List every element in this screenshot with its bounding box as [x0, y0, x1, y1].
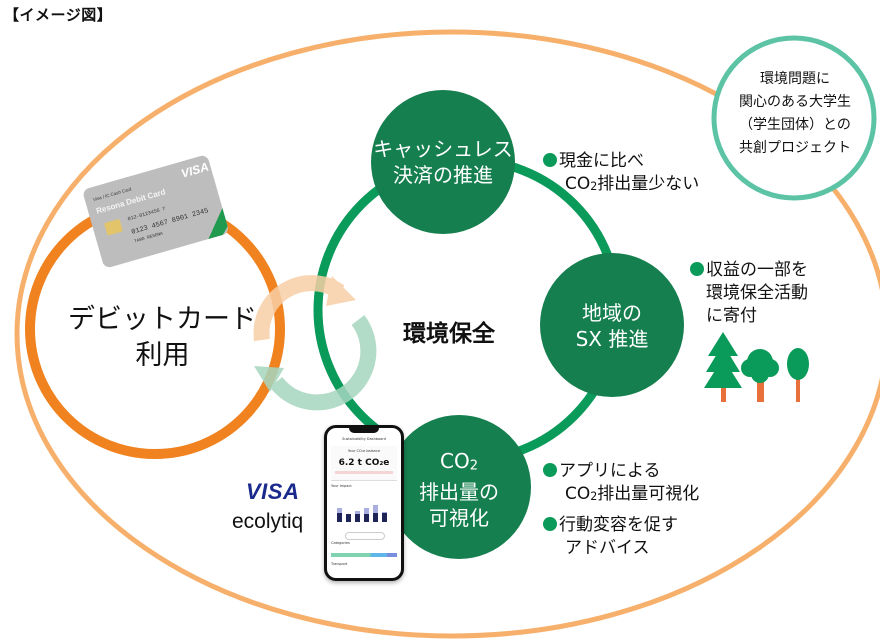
- app-impact-bar: [373, 505, 378, 522]
- outer-ellipse: [14, 29, 880, 639]
- tree-conifer-icon: [704, 332, 742, 402]
- node-co2-label: CO2 排出量の 可視化: [387, 448, 531, 531]
- app-impact-bar: [382, 512, 387, 522]
- app-period-select[interactable]: [345, 532, 385, 540]
- node-sx-label: 地域の SX 推進: [540, 300, 684, 352]
- app-balance-card: Your CO₂e balance 6.2 t CO₂e: [331, 446, 397, 481]
- app-impact-bar-light: [373, 505, 378, 513]
- app-categories-label: Categories: [331, 541, 350, 545]
- app-impact-bar-light: [382, 512, 387, 513]
- page-title: 【イメージ図】: [4, 6, 113, 24]
- node-sx-line1: 地域の: [582, 301, 642, 325]
- app-impact-bar: [355, 511, 360, 522]
- app-impact-bar-light: [364, 508, 369, 514]
- app-phone-mockup: Sustainability Dashboard Your CO₂e balan…: [324, 425, 404, 581]
- visa-logo: VISA: [246, 479, 300, 504]
- student-line1: 環境問題に: [760, 71, 830, 87]
- bullet-dot-icon: [543, 463, 557, 477]
- debit-label: デビットカード 利用: [55, 302, 270, 374]
- node-sx-line2: SX 推進: [575, 327, 649, 351]
- app-balance-value: 6.2 t CO₂e: [338, 458, 390, 468]
- app-impact-bars: [337, 494, 393, 522]
- node-co2-line2: 排出量の: [419, 480, 499, 505]
- app-impact-bar-light: [337, 508, 342, 513]
- debit-card-image: VISA Visa / IC Cash Card Resona Debit Ca…: [83, 155, 228, 268]
- student-line3: （学生団体）との: [739, 117, 851, 133]
- app-warning-bar: [335, 471, 393, 474]
- node-co2: [387, 415, 531, 559]
- app-impact-label: Your Impact: [331, 484, 352, 488]
- app-impact-bar: [364, 508, 369, 522]
- center-label: 環境保全: [403, 321, 495, 347]
- bullet-dot-icon: [543, 517, 557, 531]
- app-impact-bar-dark: [337, 513, 342, 522]
- debit-label-line1: デビットカード: [68, 304, 257, 335]
- node-co2-line3: 可視化: [429, 506, 489, 531]
- cycle-arrows-icon: [253, 275, 377, 411]
- tree-oval-icon: [787, 348, 809, 402]
- bullet-co2-a: アプリによる CO2排出量可視化: [543, 460, 699, 508]
- app-impact-bar-dark: [382, 513, 387, 522]
- bullet-sx: 収益の一部を 環境保全活動 に寄付: [690, 259, 808, 328]
- student-ring: [711, 35, 877, 201]
- node-sx: [540, 253, 684, 397]
- app-balance-label: Your CO₂e balance: [347, 449, 381, 453]
- bullet-cashless: 現金に比べ CO2排出量少ない: [543, 150, 699, 198]
- node-co2-line1: CO2: [440, 449, 478, 474]
- app-impact-bar-dark: [373, 513, 378, 522]
- app-impact-bar-dark: [355, 514, 360, 522]
- student-line4: 共創プロジェクト: [739, 140, 851, 156]
- node-cashless-label: キャッシュレス 決済の推進: [371, 136, 515, 188]
- app-impact-bar: [346, 514, 351, 522]
- app-impact-bar-dark: [364, 514, 369, 522]
- app-header: Sustainability Dashboard: [342, 437, 386, 441]
- debit-label-line2: 利用: [135, 340, 190, 371]
- app-category-bar: [331, 553, 397, 557]
- student-line2: 関心のある大学生: [739, 94, 851, 110]
- app-impact-bar-dark: [346, 514, 351, 522]
- phone-notch: [349, 428, 379, 433]
- bullet-dot-icon: [543, 153, 557, 167]
- app-transport-label: Transport: [331, 562, 348, 566]
- student-project-label: 環境問題に 関心のある大学生 （学生団体）との 共創プロジェクト: [720, 68, 870, 160]
- ecolytiq-logo: ecolytiq: [232, 510, 304, 533]
- node-cashless: [371, 90, 515, 234]
- node-cashless-line1: キャッシュレス: [373, 137, 513, 161]
- node-cashless-line2: 決済の推進: [393, 163, 493, 187]
- app-impact-bar: [337, 508, 342, 522]
- app-impact-bar-light: [355, 511, 360, 514]
- tree-round-icon: [741, 349, 779, 402]
- bullet-co2-b: 行動変容を促す アドバイス: [543, 514, 678, 560]
- bullet-dot-icon: [690, 262, 704, 276]
